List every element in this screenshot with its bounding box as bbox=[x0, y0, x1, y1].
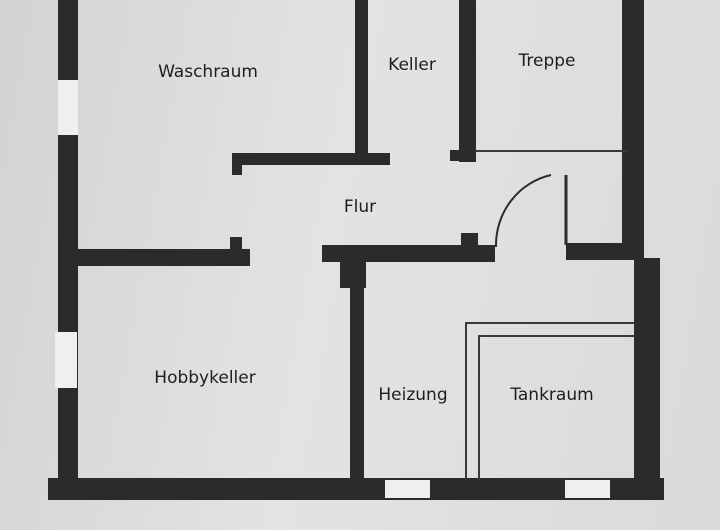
wall-stub-hobby bbox=[230, 237, 242, 251]
room-label-flur: Flur bbox=[343, 197, 377, 217]
window-left-lower bbox=[55, 332, 77, 388]
tankraum-line-h2 bbox=[478, 335, 634, 337]
tankraum-line-h1 bbox=[465, 322, 634, 324]
wall-stub-upper-left bbox=[232, 153, 242, 175]
door-arc bbox=[494, 174, 552, 248]
wall-stub-flur bbox=[461, 233, 478, 247]
wall-flur-bottom bbox=[322, 245, 495, 262]
outer-wall-bottom bbox=[48, 478, 664, 500]
wall-hobby-heizung bbox=[350, 286, 364, 480]
room-label-tankraum: Tankraum bbox=[510, 385, 594, 405]
room-label-heizung: Heizung bbox=[378, 385, 448, 405]
wall-block bbox=[340, 260, 366, 288]
wall-keller-treppe bbox=[459, 0, 476, 162]
wall-keller-bottom bbox=[232, 153, 390, 165]
wall-stub-treppe bbox=[450, 150, 476, 161]
room-label-treppe: Treppe bbox=[518, 51, 576, 71]
window-bottom-1 bbox=[385, 480, 430, 498]
room-label-waschraum: Waschraum bbox=[158, 62, 258, 82]
outer-wall-right-lower bbox=[634, 258, 660, 500]
wall-right-segment bbox=[566, 243, 636, 260]
room-label-hobbykeller: Hobbykeller bbox=[154, 368, 256, 388]
room-label-keller: Keller bbox=[388, 55, 436, 75]
tankraum-line-v1 bbox=[465, 322, 467, 480]
wall-waschraum-hobby bbox=[78, 249, 250, 266]
tankraum-line-v2 bbox=[478, 335, 480, 480]
outer-wall-right-upper bbox=[622, 0, 644, 260]
window-bottom-2 bbox=[565, 480, 610, 498]
wall-waschraum-keller bbox=[355, 0, 368, 162]
window-left-upper bbox=[58, 80, 78, 135]
treppe-line bbox=[476, 150, 628, 152]
